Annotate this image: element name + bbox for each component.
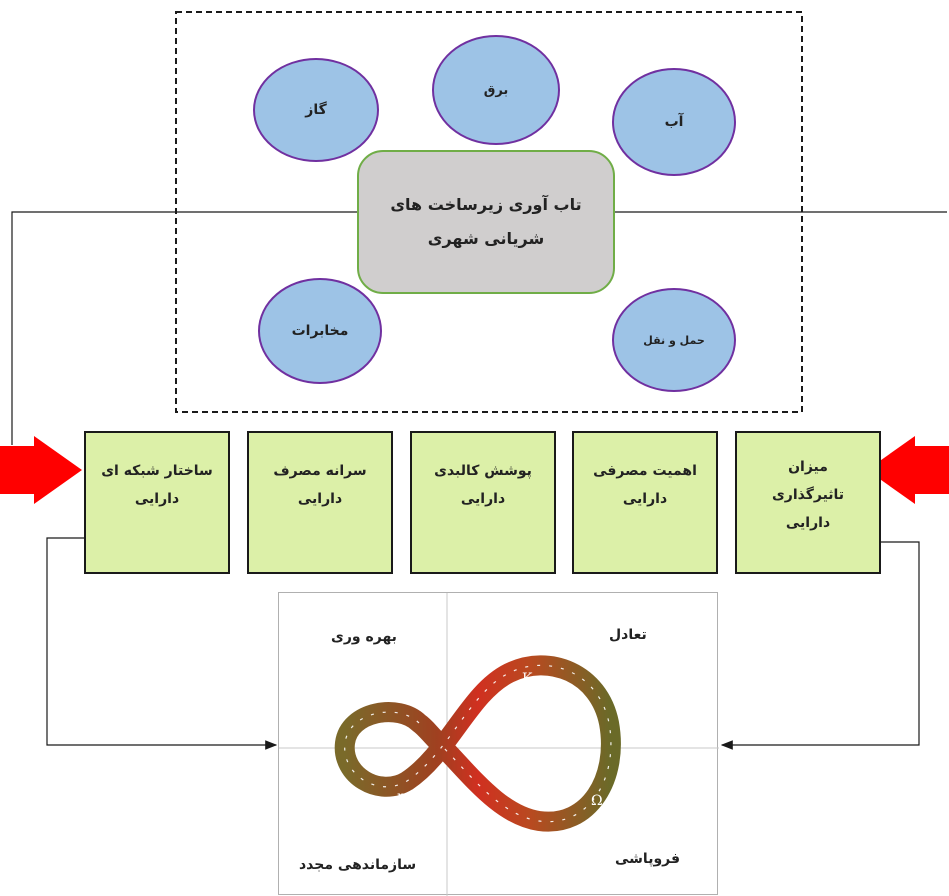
adaptive-cycle-flow bbox=[344, 664, 612, 823]
electricity-circle: برق bbox=[432, 35, 560, 145]
factor-box-per-capita-consumption: سرانه مصرف دارایی bbox=[247, 431, 393, 574]
k-symbol: K bbox=[522, 671, 533, 687]
factor-label: اهمیت مصرفی دارایی bbox=[593, 463, 697, 507]
telecom-circle: مخابرات bbox=[258, 278, 382, 384]
factor-label: میزان تاثیرگذاری دارایی bbox=[771, 459, 845, 531]
reorganization-label: سازماندهی مجدد bbox=[299, 857, 417, 873]
center-to-left-line bbox=[11, 211, 358, 445]
adaptive-cycle-loop bbox=[334, 655, 621, 832]
urban-infrastructure-resilience-box: تاب آوری زیرساخت های شریانی شهری bbox=[357, 150, 615, 294]
water-label: آب bbox=[664, 114, 684, 130]
factor-label: پوشش کالبدی دارایی bbox=[434, 463, 532, 507]
gas-label: گاز bbox=[305, 102, 327, 118]
adaptive-cycle-panel: α r K Ω بهره وری تعادل سازماندهی مجدد فر… bbox=[278, 592, 719, 896]
adaptive-cycle-figure: α r K Ω bbox=[279, 593, 719, 896]
factor-box-network-structure: ساختار شبکه ای دارایی bbox=[84, 431, 230, 574]
r-symbol: r bbox=[397, 789, 404, 805]
factor-box-physical-coverage: پوشش کالبدی دارایی bbox=[410, 431, 556, 574]
omega-symbol: Ω bbox=[591, 793, 603, 809]
factor-label: ساختار شبکه ای دارایی bbox=[101, 463, 213, 507]
left-red-arrow bbox=[0, 436, 82, 504]
collapse-label: فروپاشی bbox=[615, 851, 681, 867]
water-circle: آب bbox=[612, 68, 736, 176]
electricity-label: برق bbox=[483, 83, 509, 98]
gas-circle: گاز bbox=[253, 58, 379, 162]
transport-label: حمل و نقل bbox=[643, 333, 705, 347]
transport-circle: حمل و نقل bbox=[612, 288, 736, 392]
factor-box-consumption-importance: اهمیت مصرفی دارایی bbox=[572, 431, 718, 574]
center-title: تاب آوری زیرساخت های شریانی شهری bbox=[390, 195, 582, 248]
factor-label: سرانه مصرف دارایی bbox=[273, 463, 367, 507]
telecom-label: مخابرات bbox=[291, 323, 349, 339]
productivity-label: بهره وری bbox=[331, 629, 397, 645]
factor-box-impact-level: میزان تاثیرگذاری دارایی bbox=[735, 431, 881, 574]
right-feedback-arrow bbox=[720, 541, 920, 750]
right-red-arrow bbox=[867, 436, 949, 504]
alpha-symbol: α bbox=[375, 722, 384, 737]
left-feedback-arrow bbox=[46, 537, 278, 750]
equilibrium-label: تعادل bbox=[609, 627, 647, 643]
